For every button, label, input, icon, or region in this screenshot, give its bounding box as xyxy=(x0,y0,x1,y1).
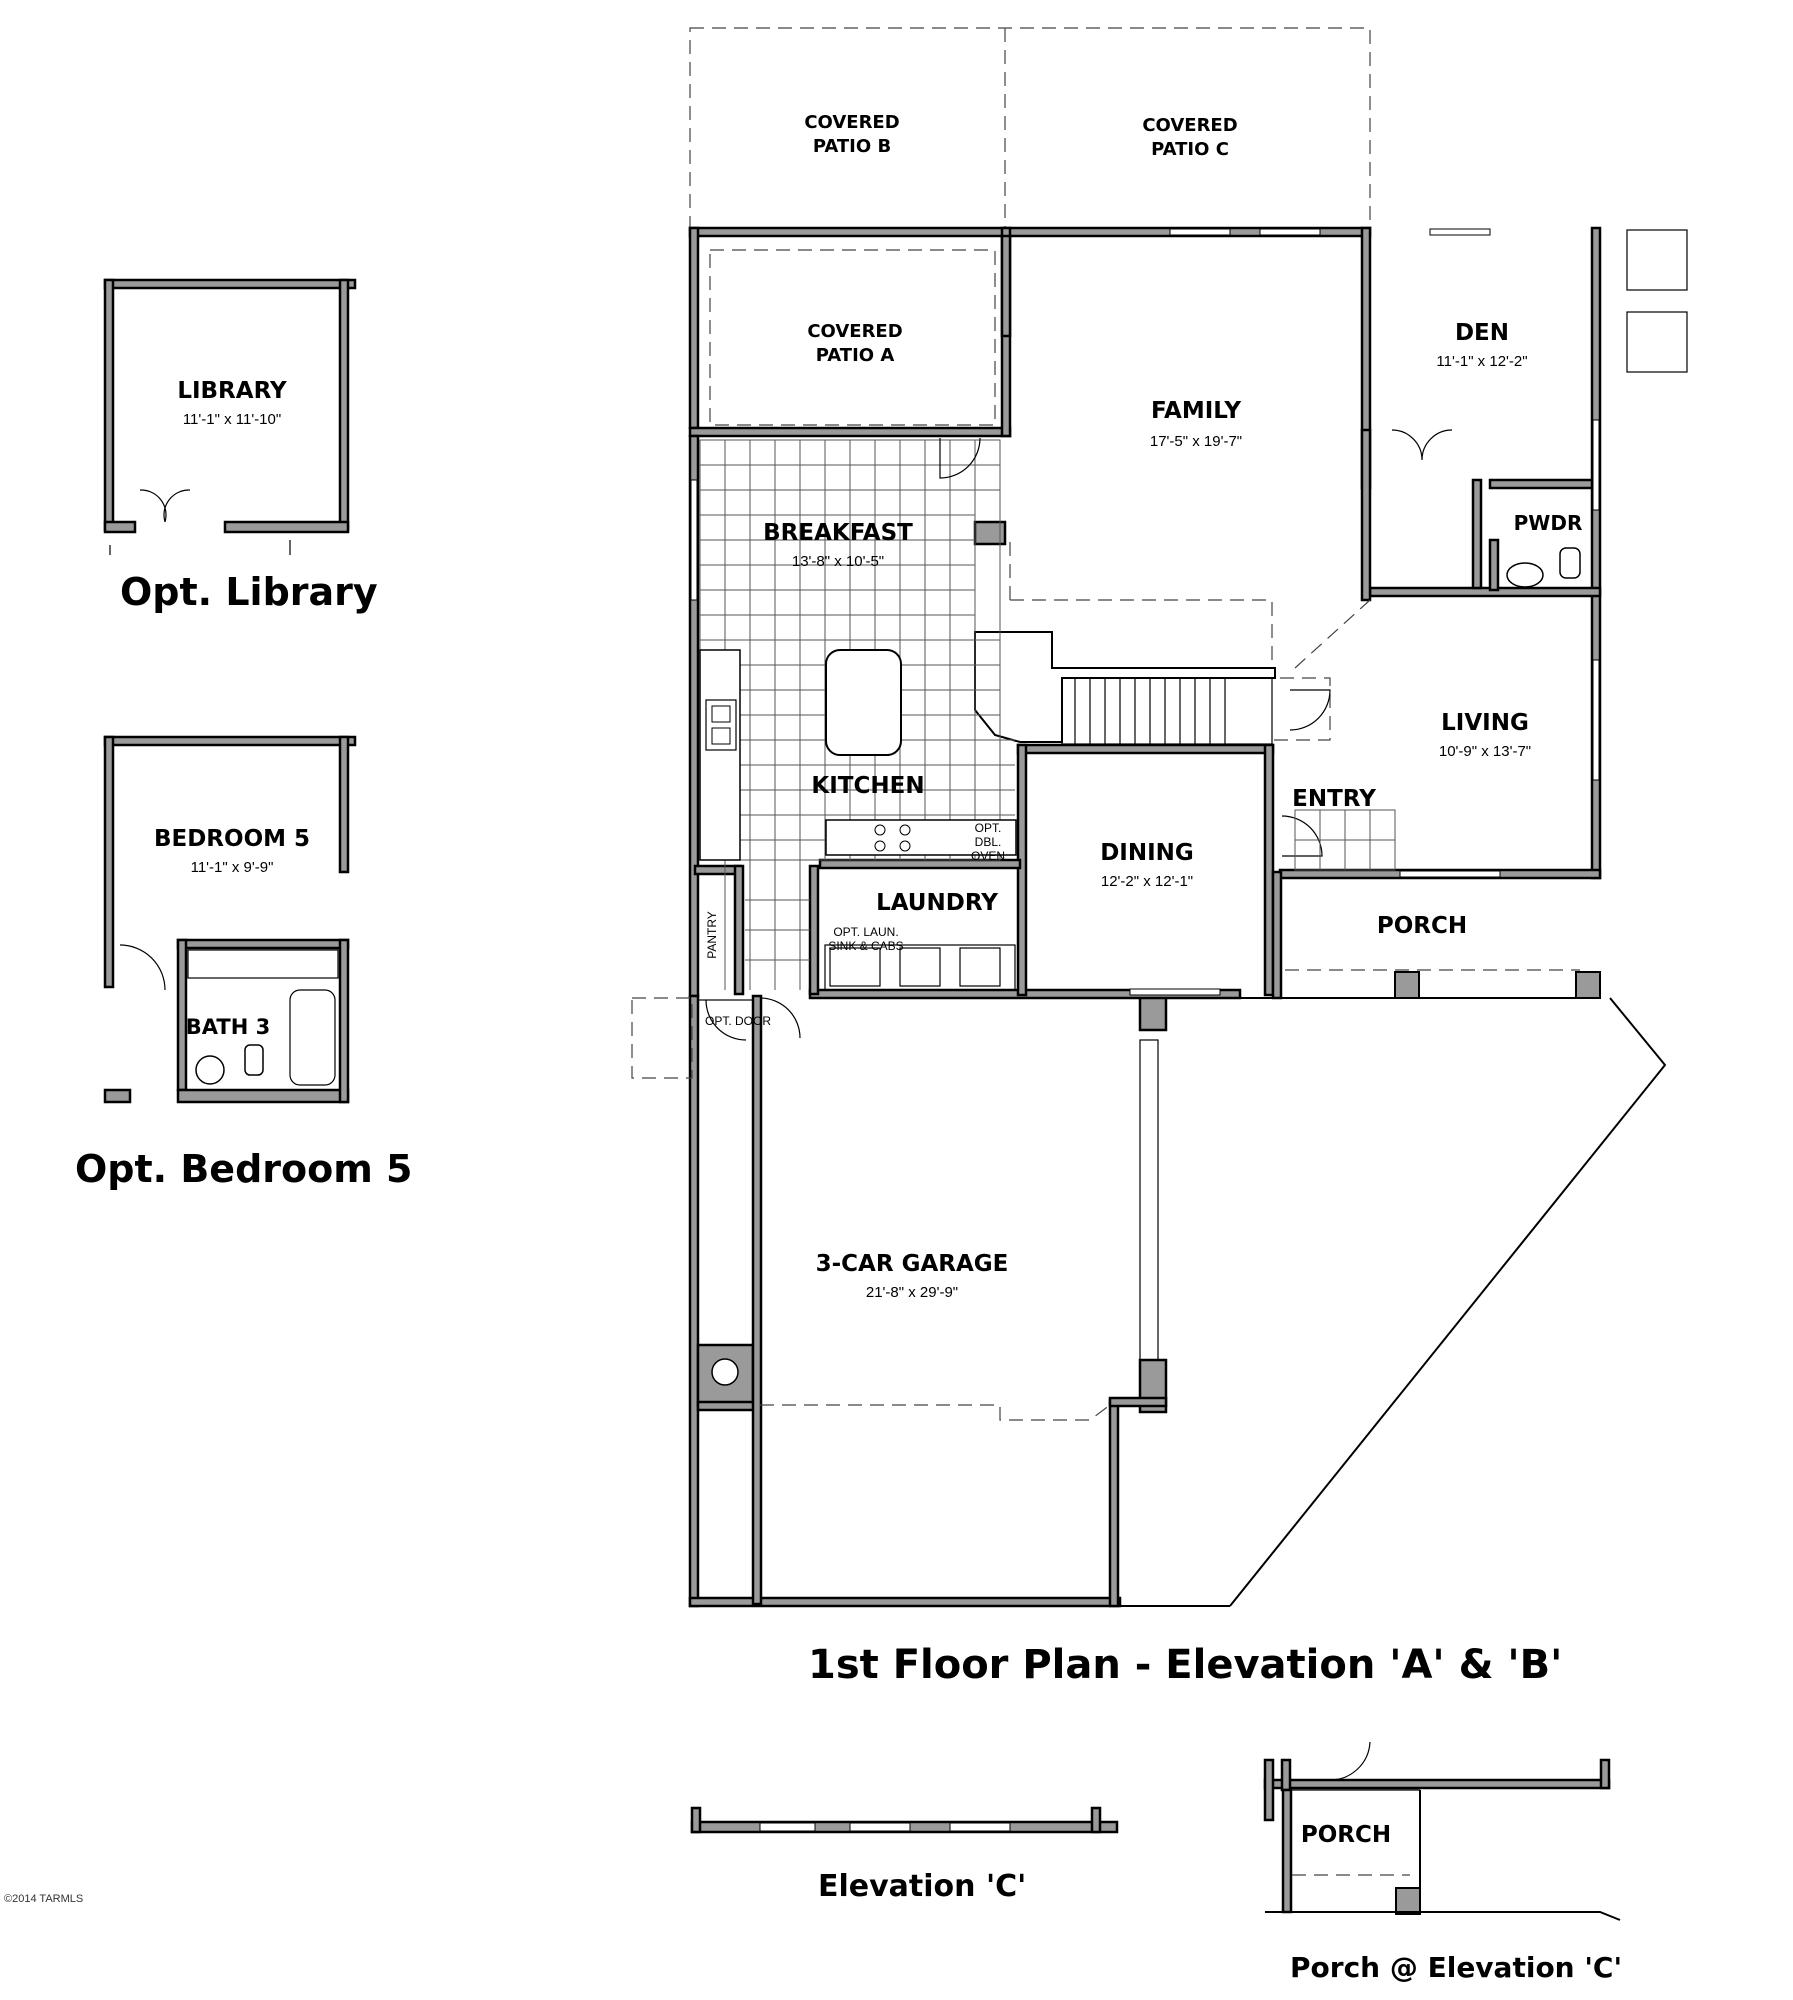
den-label: DEN xyxy=(1455,320,1509,346)
bedroom5-label: BEDROOM 5 xyxy=(154,826,310,852)
svg-text:PATIO C: PATIO C xyxy=(1151,139,1229,160)
kitchen-fixtures xyxy=(699,649,1017,861)
kitchen-label: KITCHEN xyxy=(811,773,924,799)
bath3-label: BATH 3 xyxy=(186,1015,270,1039)
door-swings xyxy=(705,429,1453,1041)
opt-double-oven-label: OPT. DBL. OVEN xyxy=(971,821,1005,863)
dining-dimensions: 12'-2" x 12'-1" xyxy=(1101,873,1193,890)
laundry-fixtures xyxy=(824,944,1016,991)
exterior-unit-boxes xyxy=(1626,229,1688,373)
powder-room-fixtures xyxy=(1488,538,1581,592)
svg-text:OPT.: OPT. xyxy=(975,821,1002,835)
porch-elevation-c-drawing xyxy=(1263,1741,1621,1921)
family-dashed-lines xyxy=(1009,540,1371,741)
elevation-c-caption: Elevation 'C' xyxy=(818,1869,1026,1904)
library-dimensions: 11'-1" x 11'-10" xyxy=(183,411,281,428)
breakfast-dimensions: 13'-8" x 10'-5" xyxy=(792,553,884,570)
entry-label: ENTRY xyxy=(1292,786,1376,812)
garage-dimensions: 21'-8" x 29'-9" xyxy=(866,1284,958,1301)
covered-patio-b-label: COVERED PATIO B xyxy=(804,112,899,157)
family-label: FAMILY xyxy=(1151,398,1241,424)
porch-c-label: PORCH xyxy=(1301,1822,1391,1848)
breakfast-label: BREAKFAST xyxy=(763,520,913,546)
opt-library-drawing xyxy=(103,278,357,555)
opt-door-outline xyxy=(631,997,693,1079)
covered-patio-a-outline xyxy=(709,249,996,426)
svg-text:PATIO A: PATIO A xyxy=(816,345,895,366)
covered-patio-a-label: COVERED PATIO A xyxy=(807,321,902,366)
entry-tile-grid xyxy=(1294,809,1396,871)
svg-text:OPT. LAUN.: OPT. LAUN. xyxy=(833,925,898,939)
svg-text:COVERED: COVERED xyxy=(1142,115,1237,136)
opt-bedroom5-drawing xyxy=(103,735,357,1104)
windows xyxy=(690,228,1600,996)
porch-elevation-c-caption: Porch @ Elevation 'C' xyxy=(1290,1951,1622,1984)
copyright-text: ©2014 TARMLS xyxy=(4,1893,83,1905)
powder-room-label: PWDR xyxy=(1514,511,1583,535)
opt-door-label: OPT. DOOR xyxy=(705,1014,771,1028)
laundry-label: LAUNDRY xyxy=(876,890,998,916)
living-dimensions: 10'-9" x 13'-7" xyxy=(1439,743,1531,760)
main-plan-title: 1st Floor Plan - Elevation 'A' & 'B' xyxy=(808,1642,1562,1688)
opt-bedroom5-caption: Opt. Bedroom 5 xyxy=(75,1147,413,1191)
dining-label: DINING xyxy=(1100,840,1194,866)
porch-label: PORCH xyxy=(1377,913,1467,939)
stairs xyxy=(1061,677,1273,745)
opt-laundry-sink-label: OPT. LAUN. SINK & CABS xyxy=(828,925,903,953)
covered-patio-c-label: COVERED PATIO C xyxy=(1142,115,1237,160)
pantry-label: PANTRY xyxy=(705,911,719,959)
svg-text:COVERED: COVERED xyxy=(804,112,899,133)
den-dimensions: 11'-1" x 12'-2" xyxy=(1436,353,1527,370)
garage-label: 3-CAR GARAGE xyxy=(816,1251,1009,1277)
living-label: LIVING xyxy=(1441,710,1529,736)
covered-patio-b-c-outline xyxy=(689,27,1371,231)
svg-text:PATIO B: PATIO B xyxy=(813,136,891,157)
library-label: LIBRARY xyxy=(177,378,287,404)
svg-text:DBL.: DBL. xyxy=(975,835,1002,849)
svg-text:SINK & CABS: SINK & CABS xyxy=(828,939,903,953)
svg-text:COVERED: COVERED xyxy=(807,321,902,342)
family-dimensions: 17'-5" x 19'-7" xyxy=(1150,433,1242,450)
svg-text:OVEN: OVEN xyxy=(971,849,1005,863)
interior-walls xyxy=(693,234,1601,1000)
elevation-c-wall xyxy=(690,1806,1119,1834)
garage-interior xyxy=(696,994,1667,1607)
opt-library-caption: Opt. Library xyxy=(120,570,378,614)
bedroom5-dimensions: 11'-1" x 9'-9" xyxy=(191,859,274,876)
